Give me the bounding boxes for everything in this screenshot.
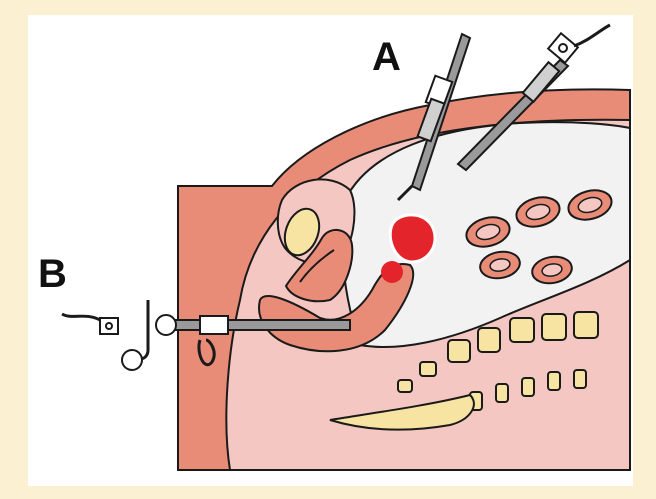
lesion-small xyxy=(381,261,403,283)
lesion-large xyxy=(390,215,435,262)
label-a: A xyxy=(372,35,401,79)
label-b: B xyxy=(38,252,67,296)
